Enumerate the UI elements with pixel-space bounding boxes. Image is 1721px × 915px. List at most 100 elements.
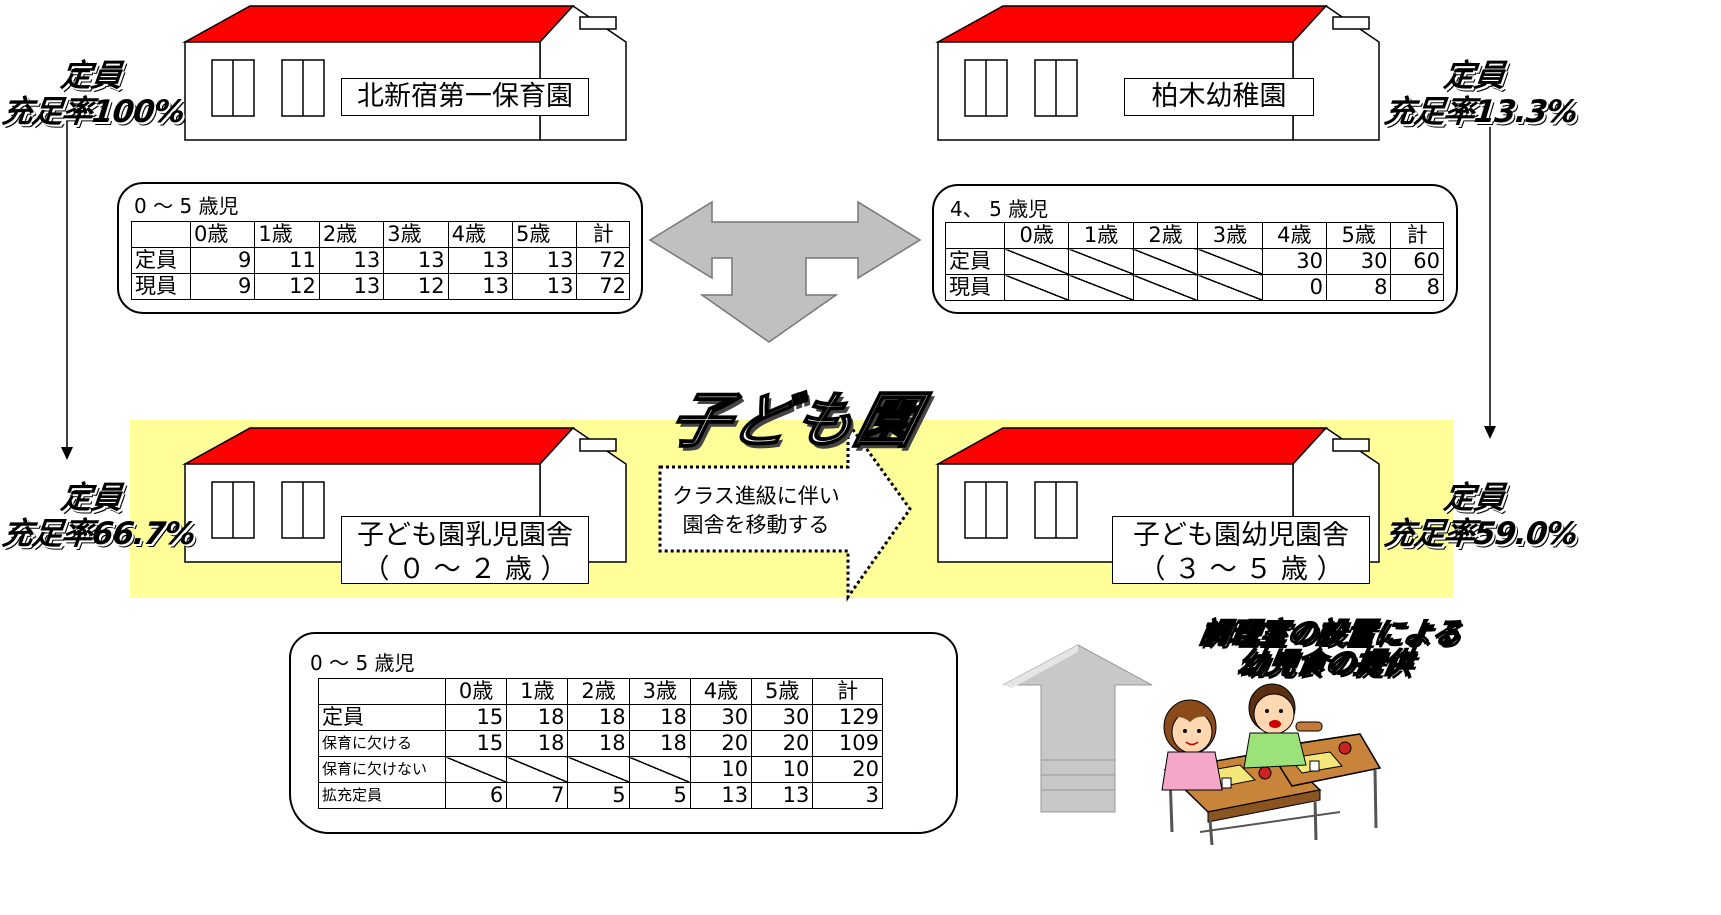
move-arrow	[658, 418, 912, 602]
table-cell	[1132, 274, 1199, 301]
table-cell: 13	[447, 247, 514, 274]
table-cell: 72	[576, 247, 630, 274]
table-cell: 12	[254, 273, 320, 300]
table-cell: 20	[689, 730, 753, 757]
building-label-infant-line1: 子ども園乳児園舎	[357, 520, 573, 551]
merge-arrow	[648, 200, 922, 343]
table-header-cell: 1歳	[254, 221, 320, 248]
table-cell: 30	[1261, 248, 1328, 275]
table-cell: 9	[189, 273, 256, 300]
table-cell: 20	[812, 756, 883, 783]
building-label-preschool: 子ども園幼児園舎 （ ３ ～ ５ 歳 ）	[1112, 516, 1370, 585]
table-cell: 18	[506, 704, 569, 731]
rate-mid-left-line2: 充足率66.7%	[0, 516, 197, 552]
table-cell: 13	[447, 273, 514, 300]
table-header-cell: 2歳	[567, 678, 630, 705]
table-cell: 20	[751, 730, 814, 757]
table-cell: 18	[628, 730, 691, 757]
table-cell: 18	[567, 704, 630, 731]
row-label: 定員	[945, 248, 1005, 275]
table-header-cell: 0歳	[189, 221, 256, 248]
table-row: 現員 9 12 13 12 13 13 72	[131, 273, 630, 300]
left-down-arrow	[61, 118, 73, 460]
rate-mid-right: 定員 充足率59.0%	[1382, 480, 1579, 552]
table-cell: 18	[628, 704, 691, 731]
table-header-row: 0歳 1歳 2歳 3歳 4歳 5歳 計	[131, 221, 630, 248]
table-header-row: 0歳 1歳 2歳 3歳 4歳 5歳 計	[318, 678, 883, 705]
table-row: 定員 9 11 13 13 13 13 72	[131, 247, 630, 274]
table-cell: 12	[383, 273, 449, 300]
table-cell: 0	[1261, 274, 1328, 301]
table-row: 現員 0 8 8	[945, 274, 1444, 301]
rate-mid-left: 定員 充足率66.7%	[0, 480, 197, 552]
table-cell: 18	[506, 730, 569, 757]
children-lunch-illustration	[1161, 683, 1382, 846]
table-cell	[1003, 248, 1070, 275]
table-cell	[1068, 248, 1134, 275]
table-cell: 30	[1326, 248, 1392, 275]
table-header-cell: 2歳	[1132, 222, 1199, 249]
table-cell: 7	[506, 782, 569, 809]
rate-top-left-line2: 充足率100%	[0, 94, 186, 130]
kitchen-note-line1: 調理室の設置による	[1197, 615, 1465, 651]
row-label: 保育に欠けない	[318, 756, 446, 783]
table-cell: 13	[318, 273, 385, 300]
table-cell: 30	[689, 704, 753, 731]
table-title-kitashinjuku: 0 ～ 5 歳児	[134, 194, 239, 218]
row-label: 現員	[131, 273, 191, 300]
table-cell	[567, 756, 630, 783]
table-kitashinjuku: 0歳 1歳 2歳 3歳 4歳 5歳 計 定員 9 11 13 13 13 13 …	[131, 221, 630, 300]
rate-mid-left-line1: 定員	[59, 480, 123, 516]
kodomoen-title: 子ども園	[661, 385, 928, 457]
table-row: 定員 30 30 60	[945, 248, 1444, 275]
table-cell: 13	[512, 273, 578, 300]
table-cell: 6	[444, 782, 508, 809]
table-cell: 13	[318, 247, 385, 274]
rate-top-right-line2: 充足率13.3%	[1382, 94, 1579, 130]
table-cell: 11	[254, 247, 320, 274]
table-header-cell: 2歳	[318, 221, 385, 248]
table-cell: 13	[512, 247, 578, 274]
table-cell: 5	[628, 782, 691, 809]
table-cell	[506, 756, 569, 783]
table-cell: 13	[383, 247, 449, 274]
table-header-cell: 5歳	[751, 678, 814, 705]
table-row: 保育に欠ける 15 18 18 18 20 20 109	[318, 730, 883, 757]
table-cell: 10	[751, 756, 814, 783]
rate-mid-right-line2: 充足率59.0%	[1382, 516, 1579, 552]
table-header-cell: 3歳	[628, 678, 691, 705]
rate-top-left: 定員 充足率100%	[0, 58, 186, 130]
building-label-preschool-line2: （ ３ ～ ５ 歳 ）	[1138, 554, 1344, 585]
table-row: 定員 15 18 18 18 30 30 129	[318, 704, 883, 731]
table-kashiwagi: 0歳 1歳 2歳 3歳 4歳 5歳 計 定員 30 30 60 現員 0 8 8	[945, 222, 1444, 301]
table-cell: 15	[444, 704, 508, 731]
table-cell: 30	[751, 704, 814, 731]
house-top-left	[184, 5, 627, 141]
building-label-kashiwagi: 柏木幼稚園	[1124, 78, 1314, 116]
table-cell: 8	[1326, 274, 1392, 301]
move-note-line1: クラス進級に伴い	[672, 484, 840, 508]
move-note-line2: 園舎を移動する	[682, 513, 830, 537]
kitchen-note-line2: 幼児食の提供	[1235, 645, 1417, 681]
rate-top-right: 定員 充足率13.3%	[1382, 58, 1579, 130]
table-header-cell: 計	[1390, 222, 1444, 249]
kitchen-note: 調理室の設置による 幼児食の提供	[1143, 615, 1514, 681]
table-header-cell: 3歳	[1197, 222, 1263, 249]
table-cell: 5	[567, 782, 630, 809]
table-cell: 15	[444, 730, 508, 757]
table-header-cell: 5歳	[1326, 222, 1392, 249]
move-note: クラス進級に伴い 園舎を移動する	[666, 482, 846, 540]
right-down-arrow	[1484, 127, 1496, 439]
table-cell: 13	[751, 782, 814, 809]
table-row: 拡充定員 6 7 5 5 13 13 3	[318, 782, 883, 809]
rate-mid-right-line1: 定員	[1442, 480, 1506, 516]
table-cell: 18	[567, 730, 630, 757]
table-cell: 3	[812, 782, 883, 809]
table-cell	[1197, 248, 1263, 275]
table-header-cell	[131, 221, 191, 248]
house-top-right	[937, 5, 1380, 141]
row-label: 定員	[131, 247, 191, 274]
rate-top-left-line1: 定員	[59, 58, 123, 94]
table-header-cell: 0歳	[1003, 222, 1070, 249]
